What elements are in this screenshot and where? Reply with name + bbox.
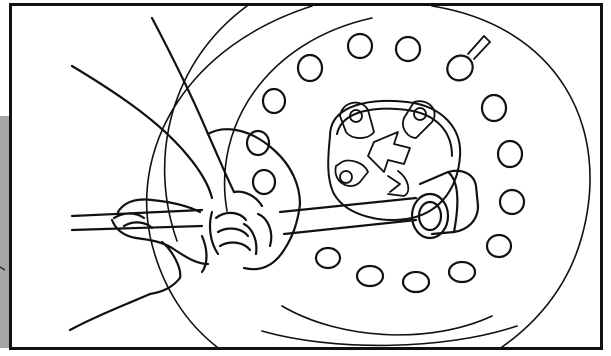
- wheel-hole: [498, 141, 522, 167]
- left-hand: [70, 66, 212, 330]
- valve-stem: [468, 36, 490, 59]
- wheel-holes: [247, 34, 524, 292]
- wheel-hole: [298, 55, 322, 81]
- wheel-hole: [442, 51, 477, 86]
- wheel-hole: [396, 37, 420, 61]
- illustration-canvas: [12, 6, 600, 347]
- wheel-hole: [403, 272, 429, 292]
- wheel-hole: [253, 170, 275, 194]
- tire-outline: [147, 6, 590, 347]
- wheel-hole: [449, 262, 475, 282]
- hub-bolts: [335, 101, 434, 196]
- wheel-hole: [500, 190, 524, 214]
- wheel-hole: [357, 266, 383, 286]
- illustration-frame: [9, 3, 603, 350]
- wheel-hole: [263, 89, 285, 113]
- wheel-hole: [348, 34, 372, 58]
- rotation-arrow: [368, 132, 410, 192]
- page-side-tab: [0, 116, 9, 348]
- wheel-hole: [487, 235, 511, 257]
- wheel-hole: [482, 95, 506, 121]
- side-tab-tick: [0, 266, 6, 271]
- wheel-hole: [316, 248, 340, 268]
